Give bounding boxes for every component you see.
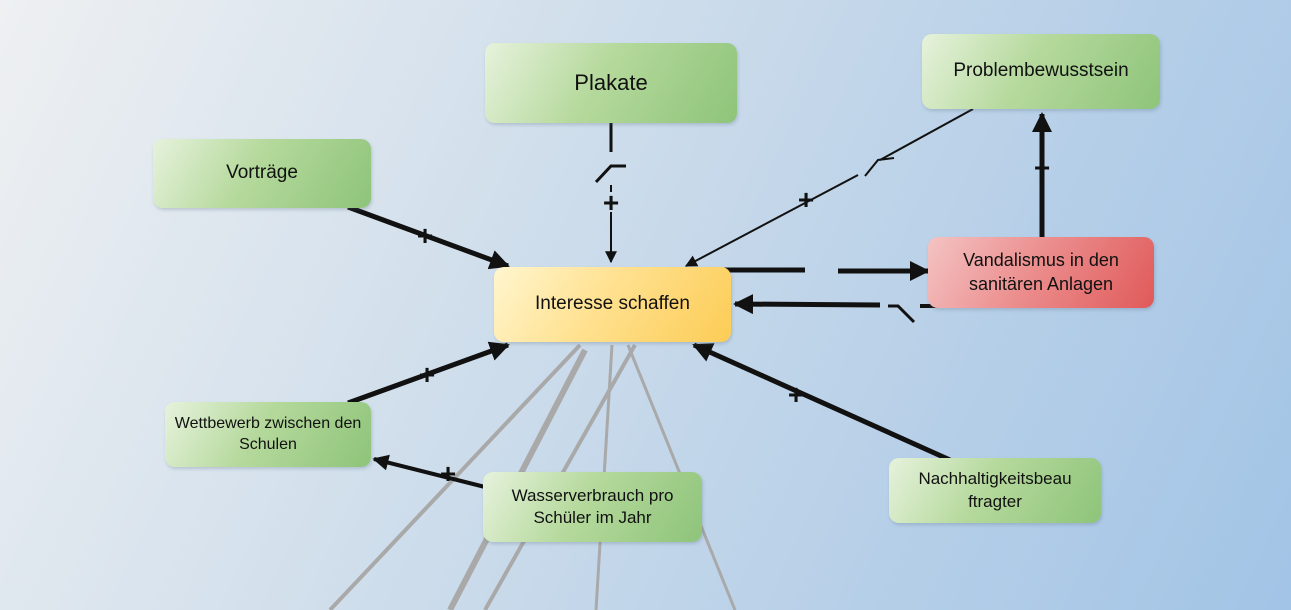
- link-nachhaltigkeit-interesse: [692, 342, 952, 463]
- node-problembewusstsein[interactable]: Problembewusstsein: [922, 34, 1160, 109]
- polarity-wasserverbrauch: +: [440, 458, 456, 489]
- node-plakate-label: Plakate: [574, 69, 648, 95]
- polarity-problembewusstsein: +: [798, 184, 814, 215]
- link-wettbewerb-interesse: [347, 341, 510, 406]
- polarity-nachhaltigkeit: +: [788, 379, 804, 410]
- link-vortraege-interesse: [347, 204, 510, 270]
- node-wettbewerb[interactable]: Wettbewerb zwischen den Schulen: [165, 402, 371, 467]
- node-problembewusstsein-label: Problembewusstsein: [953, 60, 1129, 82]
- polarity-vandalismus-problem: +: [1034, 152, 1050, 183]
- node-vandalismus[interactable]: Vandalismus in den sanitären Anlagen: [928, 237, 1154, 308]
- polarity-vortraege: +: [417, 220, 433, 251]
- node-interesse-label: Interesse schaffen: [535, 293, 690, 315]
- link-wasserverbrauch-wettbewerb: [372, 454, 486, 489]
- link-plakate-interesse: [594, 123, 626, 264]
- polarity-wettbewerb: +: [419, 359, 435, 390]
- node-wettbewerb-label: Wettbewerb zwischen den Schulen: [174, 414, 362, 453]
- node-plakate[interactable]: Plakate: [485, 43, 737, 123]
- node-nachhaltigkeit[interactable]: Nachhaltigkeitsbeau ftragter: [889, 458, 1101, 523]
- node-wasserverbrauch-label: Wasserverbrauch pro Schüler im Jahr: [511, 485, 674, 527]
- link-interesse-vandalismus: [706, 261, 930, 281]
- node-interesse-schaffen[interactable]: Interesse schaffen: [494, 267, 731, 342]
- node-nachhaltigkeit-label: Nachhaltigkeitsbeau ftragter: [918, 469, 1072, 511]
- polarity-plakate: +: [603, 187, 619, 218]
- node-wasserverbrauch[interactable]: Wasserverbrauch pro Schüler im Jahr: [483, 472, 702, 542]
- node-vandalismus-label: Vandalismus in den sanitären Anlagen: [963, 250, 1119, 294]
- node-vortraege[interactable]: Vorträge: [153, 139, 371, 208]
- node-vortraege-label: Vorträge: [226, 162, 298, 184]
- link-problembewusstsein-interesse: [684, 108, 974, 267]
